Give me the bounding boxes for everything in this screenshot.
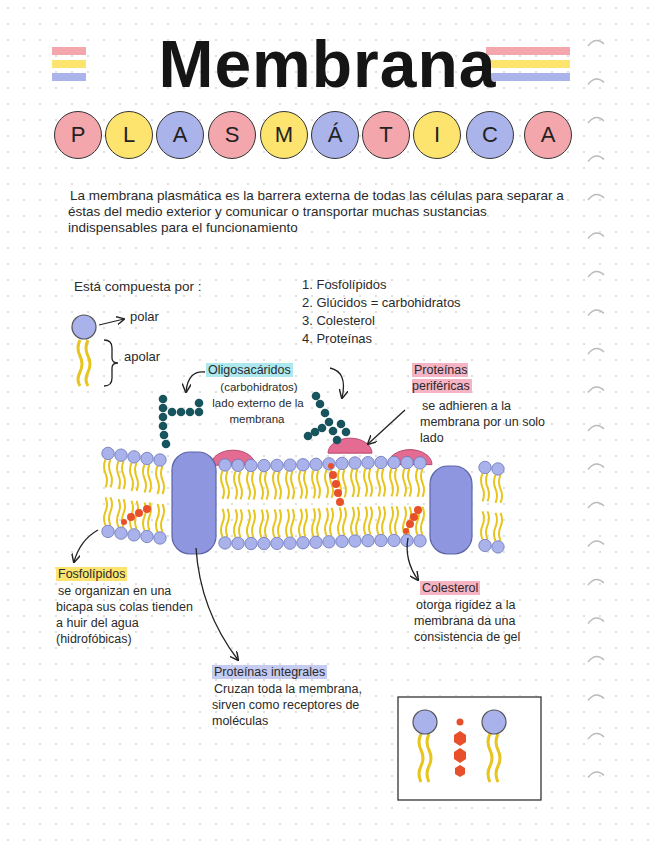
- callout-text: se organizan en una bicapa sus colas tie…: [56, 584, 193, 646]
- callout-heading: Proteínas periféricas: [412, 363, 472, 393]
- title-letter: S: [225, 122, 240, 148]
- cholesterol-inset: [398, 697, 541, 800]
- binding-hole: [588, 579, 604, 585]
- title-letter: A: [541, 122, 556, 148]
- letter-circle: S: [208, 111, 256, 159]
- letter-circle: M: [260, 111, 308, 159]
- callout-heading-box: Proteínas periféricas: [412, 362, 522, 394]
- lipid-heads: [102, 447, 504, 553]
- callout-heading: Proteínas integrales: [212, 665, 327, 679]
- letter-circle: A: [524, 111, 572, 159]
- letter-circle: T: [362, 111, 410, 159]
- title-letter: C: [482, 122, 498, 148]
- letter-circle: Á: [311, 111, 359, 159]
- binding-holes: [588, 40, 604, 777]
- binding-hole: [588, 733, 604, 739]
- page-title: Membrana: [0, 26, 655, 102]
- list-item: 4. Proteínas: [300, 331, 374, 346]
- callout-heading-box: Proteínas integrales: [212, 664, 392, 680]
- part-label: apolar: [122, 349, 162, 364]
- cholesterol: [121, 505, 151, 525]
- callout-text: otorga rigidez a la membrana da una cons…: [414, 598, 522, 644]
- binding-hole: [588, 425, 604, 431]
- oligosaccharide: [159, 395, 204, 449]
- list-item: 1. Fosfolípidos: [300, 277, 389, 292]
- callout-heading-box: Colesterol: [420, 580, 540, 596]
- letter-circle: L: [105, 111, 153, 159]
- list-item-box: 2. Glúcidos = carbohidratos: [300, 295, 550, 311]
- letter-circle: C: [466, 111, 514, 159]
- list-item: 3. Colesterol: [300, 313, 377, 328]
- list-item-box: 1. Fosfolípidos: [300, 277, 550, 293]
- intro-text: La membrana plasmática es la barrera ext…: [68, 188, 564, 235]
- title-letter: T: [379, 122, 392, 148]
- cholesterol: [403, 506, 422, 534]
- list-item-box: 4. Proteínas: [300, 331, 550, 347]
- list-item-box: 3. Colesterol: [300, 313, 550, 329]
- callout-text-box: Cruzan toda la membrana, sirven como rec…: [212, 681, 372, 729]
- part-label-box: apolar: [122, 349, 182, 365]
- phospholipid-icon: [72, 315, 124, 386]
- list-heading-box: Está compuesta por :: [72, 279, 272, 295]
- letter-circle: A: [156, 111, 204, 159]
- binding-hole: [588, 233, 604, 239]
- callout-heading-box: Fosfolípidos: [56, 566, 176, 582]
- binding-hole: [588, 271, 604, 277]
- binding-hole: [588, 464, 604, 470]
- letter-circle: P: [54, 111, 102, 159]
- binding-hole: [588, 502, 604, 508]
- title-letter: I: [434, 122, 440, 148]
- callout-heading: Fosfolípidos: [56, 567, 127, 581]
- oligosaccharide: [304, 392, 351, 445]
- list-heading: Está compuesta por :: [72, 279, 204, 294]
- callout-heading: Oligosacáridos: [206, 363, 293, 377]
- binding-hole: [588, 40, 604, 46]
- callout-text-box: se adhieren a la membrana por un solo la…: [420, 398, 570, 446]
- callout-heading: Colesterol: [420, 581, 480, 595]
- title-letter: A: [173, 122, 188, 148]
- binding-hole: [588, 117, 604, 123]
- binding-hole: [588, 387, 604, 393]
- integral-protein: [430, 466, 472, 554]
- part-label: polar: [128, 309, 161, 324]
- callout-heading-box: Oligosacáridos: [206, 362, 316, 378]
- binding-hole: [588, 772, 604, 778]
- letter-circle: I: [413, 111, 461, 159]
- intro-text-box: La membrana plasmática es la barrera ext…: [68, 188, 573, 236]
- callout-text-box: se organizan en una bicapa sus colas tie…: [56, 583, 201, 647]
- binding-hole: [588, 79, 604, 85]
- binding-hole: [588, 348, 604, 354]
- binding-hole: [588, 541, 604, 547]
- callout-text: Cruzan toda la membrana, sirven como rec…: [212, 682, 362, 728]
- binding-hole: [588, 695, 604, 701]
- binding-hole: [588, 310, 604, 316]
- list-item: 2. Glúcidos = carbohidratos: [300, 295, 463, 310]
- title-letter: Á: [328, 122, 343, 148]
- binding-hole: [588, 618, 604, 624]
- callout-text: se adhieren a la membrana por un solo la…: [420, 399, 545, 445]
- binding-hole: [588, 656, 604, 662]
- cholesterol: [328, 463, 344, 506]
- title-letter: M: [275, 122, 293, 148]
- integral-protein: [172, 452, 216, 554]
- title-letter: L: [123, 122, 135, 148]
- title-letter: P: [71, 122, 86, 148]
- binding-hole: [588, 156, 604, 162]
- callout-text-box: otorga rigidez a la membrana da una cons…: [414, 597, 559, 645]
- binding-hole: [588, 194, 604, 200]
- part-label-box: polar: [128, 309, 188, 325]
- callout-text: (carbohidratos) lado externo de la membr…: [212, 381, 303, 425]
- callout-text-box: (carbohidratos) lado externo de la membr…: [212, 379, 304, 427]
